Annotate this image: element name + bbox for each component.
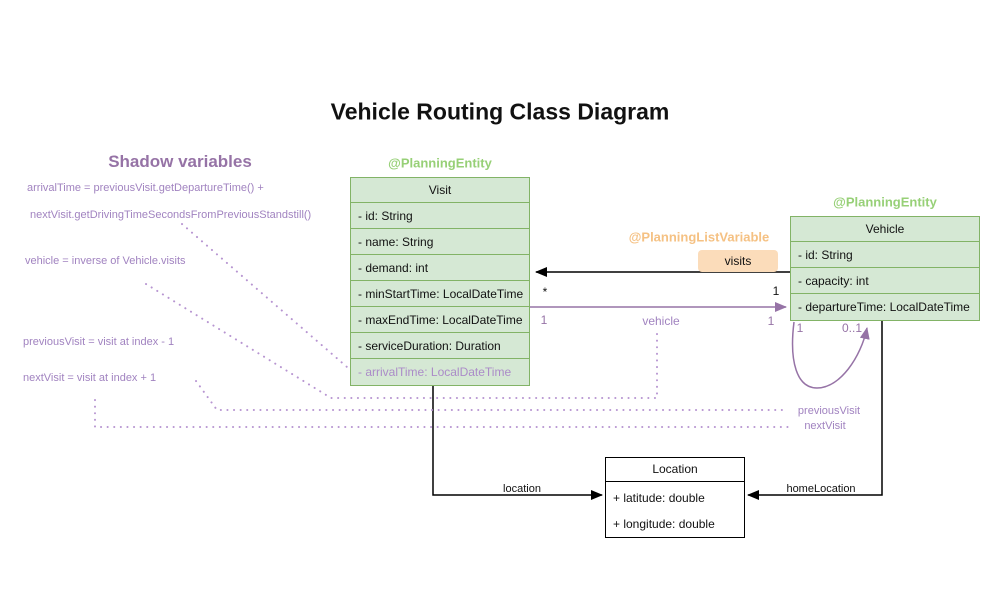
arrival-formula-line1: arrivalTime = previousVisit.getDeparture… [27, 182, 264, 194]
next-visit-formula: nextVisit = visit at index + 1 [23, 372, 157, 384]
location-attr-latitude: + latitude: double [613, 491, 705, 505]
location-attr-longitude: + longitude: double [613, 517, 715, 531]
location-class-box: Location + latitude: double + longitude:… [605, 457, 745, 538]
visit-attr-name: - name: String [351, 229, 529, 255]
next-visit-relation-label: nextVisit [804, 420, 846, 432]
location-relation-label: location [503, 483, 541, 495]
home-location-relation-label: homeLocation [786, 483, 856, 495]
visits-multiplicity-star: * [542, 285, 548, 299]
visit-class-name: Visit [351, 178, 529, 203]
relation-home-location-line [747, 321, 883, 500]
arrival-formula-line2: nextVisit.getDrivingTimeSecondsFromPrevi… [30, 209, 312, 221]
diagram-title: Vehicle Routing Class Diagram [330, 98, 670, 125]
vehicle-relation-label: vehicle [642, 314, 680, 328]
visit-attr-arrival-time: - arrivalTime: LocalDateTime [358, 365, 512, 379]
visit-attr-service-duration: - serviceDuration: Duration [351, 333, 529, 359]
planning-list-variable-label: @PlanningListVariable [628, 229, 770, 245]
visits-relation-label: visits [698, 250, 778, 272]
visit-planning-entity-label: @PlanningEntity [388, 155, 492, 171]
dotted-previous-visit-leader [195, 380, 787, 411]
previous-visit-formula: previousVisit = visit at index - 1 [23, 336, 175, 348]
visits-multiplicity-one: 1 [772, 284, 780, 298]
dotted-arrival-leader [181, 223, 348, 368]
vehicle-relation-mult-left: 1 [540, 313, 548, 327]
visit-attr-max-end-time: - maxEndTime: LocalDateTime [351, 307, 529, 333]
visit-attr-id: - id: String [351, 203, 529, 229]
vehicle-attr-id: - id: String [791, 242, 979, 268]
vehicle-class-name: Vehicle [791, 217, 979, 242]
visit-attr-demand: - demand: int [351, 255, 529, 281]
vehicle-attr-departure-time: - departureTime: LocalDateTime [798, 300, 970, 314]
vehicle-formula: vehicle = inverse of Vehicle.visits [25, 255, 186, 267]
vehicle-class-box: Vehicle - id: String - capacity: int - d… [790, 216, 980, 321]
location-class-name: Location [606, 458, 744, 482]
visit-attr-min-start-time: - minStartTime: LocalDateTime [351, 281, 529, 307]
vehicle-attr-capacity: - capacity: int [791, 268, 979, 294]
dotted-next-visit-leader [94, 399, 794, 428]
shadow-variables-heading: Shadow variables [108, 152, 252, 171]
previous-visit-relation-label: previousVisit [797, 405, 861, 417]
vehicle-planning-entity-label: @PlanningEntity [833, 194, 937, 210]
relation-location-line [432, 385, 603, 500]
vehicle-self-loop-line [791, 321, 870, 389]
self-loop-mult-zero-one: 0..1 [841, 321, 863, 335]
self-loop-mult-one: 1 [796, 321, 804, 335]
visit-class-box: Visit - id: String - name: String - dema… [350, 177, 530, 386]
vehicle-relation-mult-right: 1 [767, 314, 775, 328]
